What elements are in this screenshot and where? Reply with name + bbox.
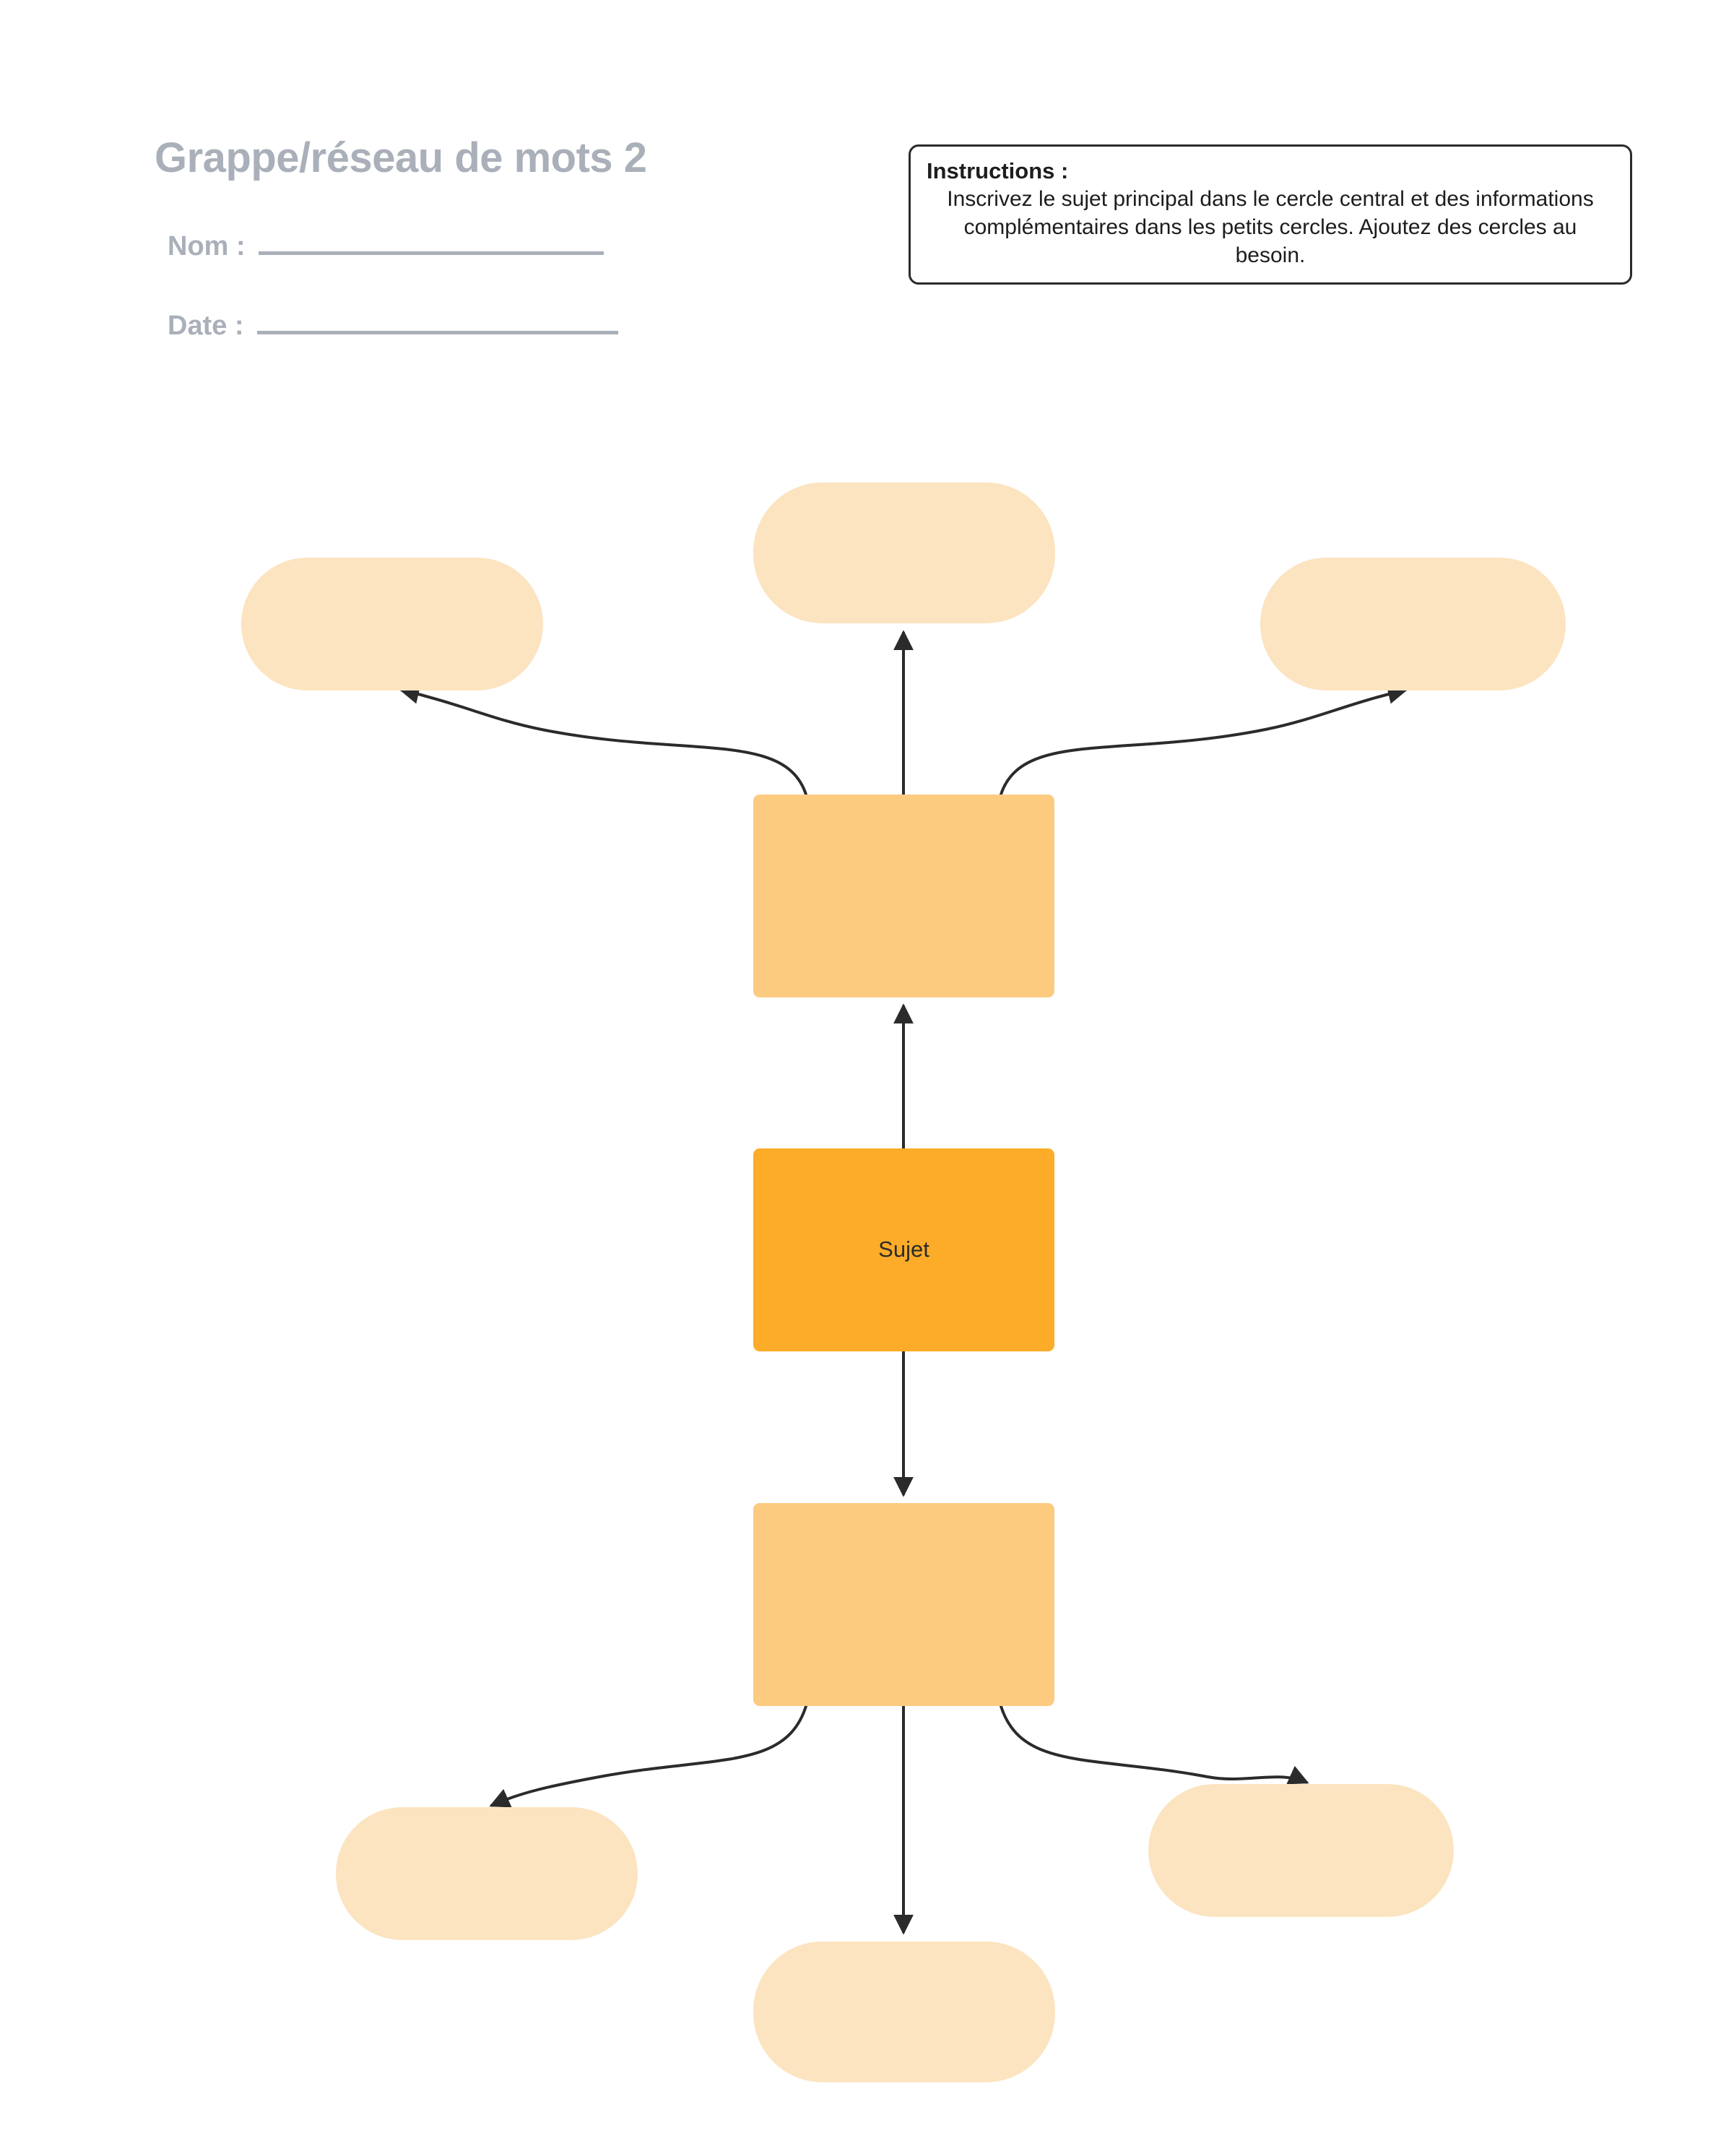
leaf-node-bottom-left[interactable] [336, 1807, 638, 1940]
subject-node-label: Sujet [878, 1237, 929, 1263]
leaf-node-top-left[interactable] [241, 558, 543, 690]
page-title: Grappe/réseau de mots 2 [155, 134, 647, 181]
instructions-title: Instructions : [927, 158, 1069, 183]
leaf-node-top-right[interactable] [1260, 558, 1566, 690]
name-field-label: Nom : [168, 231, 246, 261]
date-field-input-line[interactable] [256, 331, 618, 334]
date-field-row: Date : [168, 311, 618, 342]
connector-branch-top-to-leaf-top-right [999, 684, 1408, 797]
branch-node-bottom[interactable] [753, 1503, 1054, 1706]
connector-branch-top-to-leaf-top-left [399, 684, 808, 797]
connector-branch-bottom-to-leaf-bottom-left [489, 1703, 808, 1808]
subject-node[interactable]: Sujet [753, 1148, 1054, 1351]
leaf-node-top-center[interactable] [753, 482, 1055, 623]
instructions-body: Inscrivez le sujet principal dans le cer… [947, 186, 1594, 267]
date-field-label: Date : [168, 311, 244, 341]
connector-branch-bottom-to-leaf-bottom-right [999, 1703, 1309, 1785]
name-field-row: Nom : [168, 231, 604, 262]
leaf-node-bottom-center[interactable] [753, 1941, 1055, 2082]
branch-node-top[interactable] [753, 795, 1054, 997]
instructions-box: Instructions : Inscrivez le sujet princi… [909, 144, 1632, 285]
name-field-input-line[interactable] [258, 251, 604, 255]
leaf-node-bottom-right[interactable] [1148, 1784, 1454, 1917]
